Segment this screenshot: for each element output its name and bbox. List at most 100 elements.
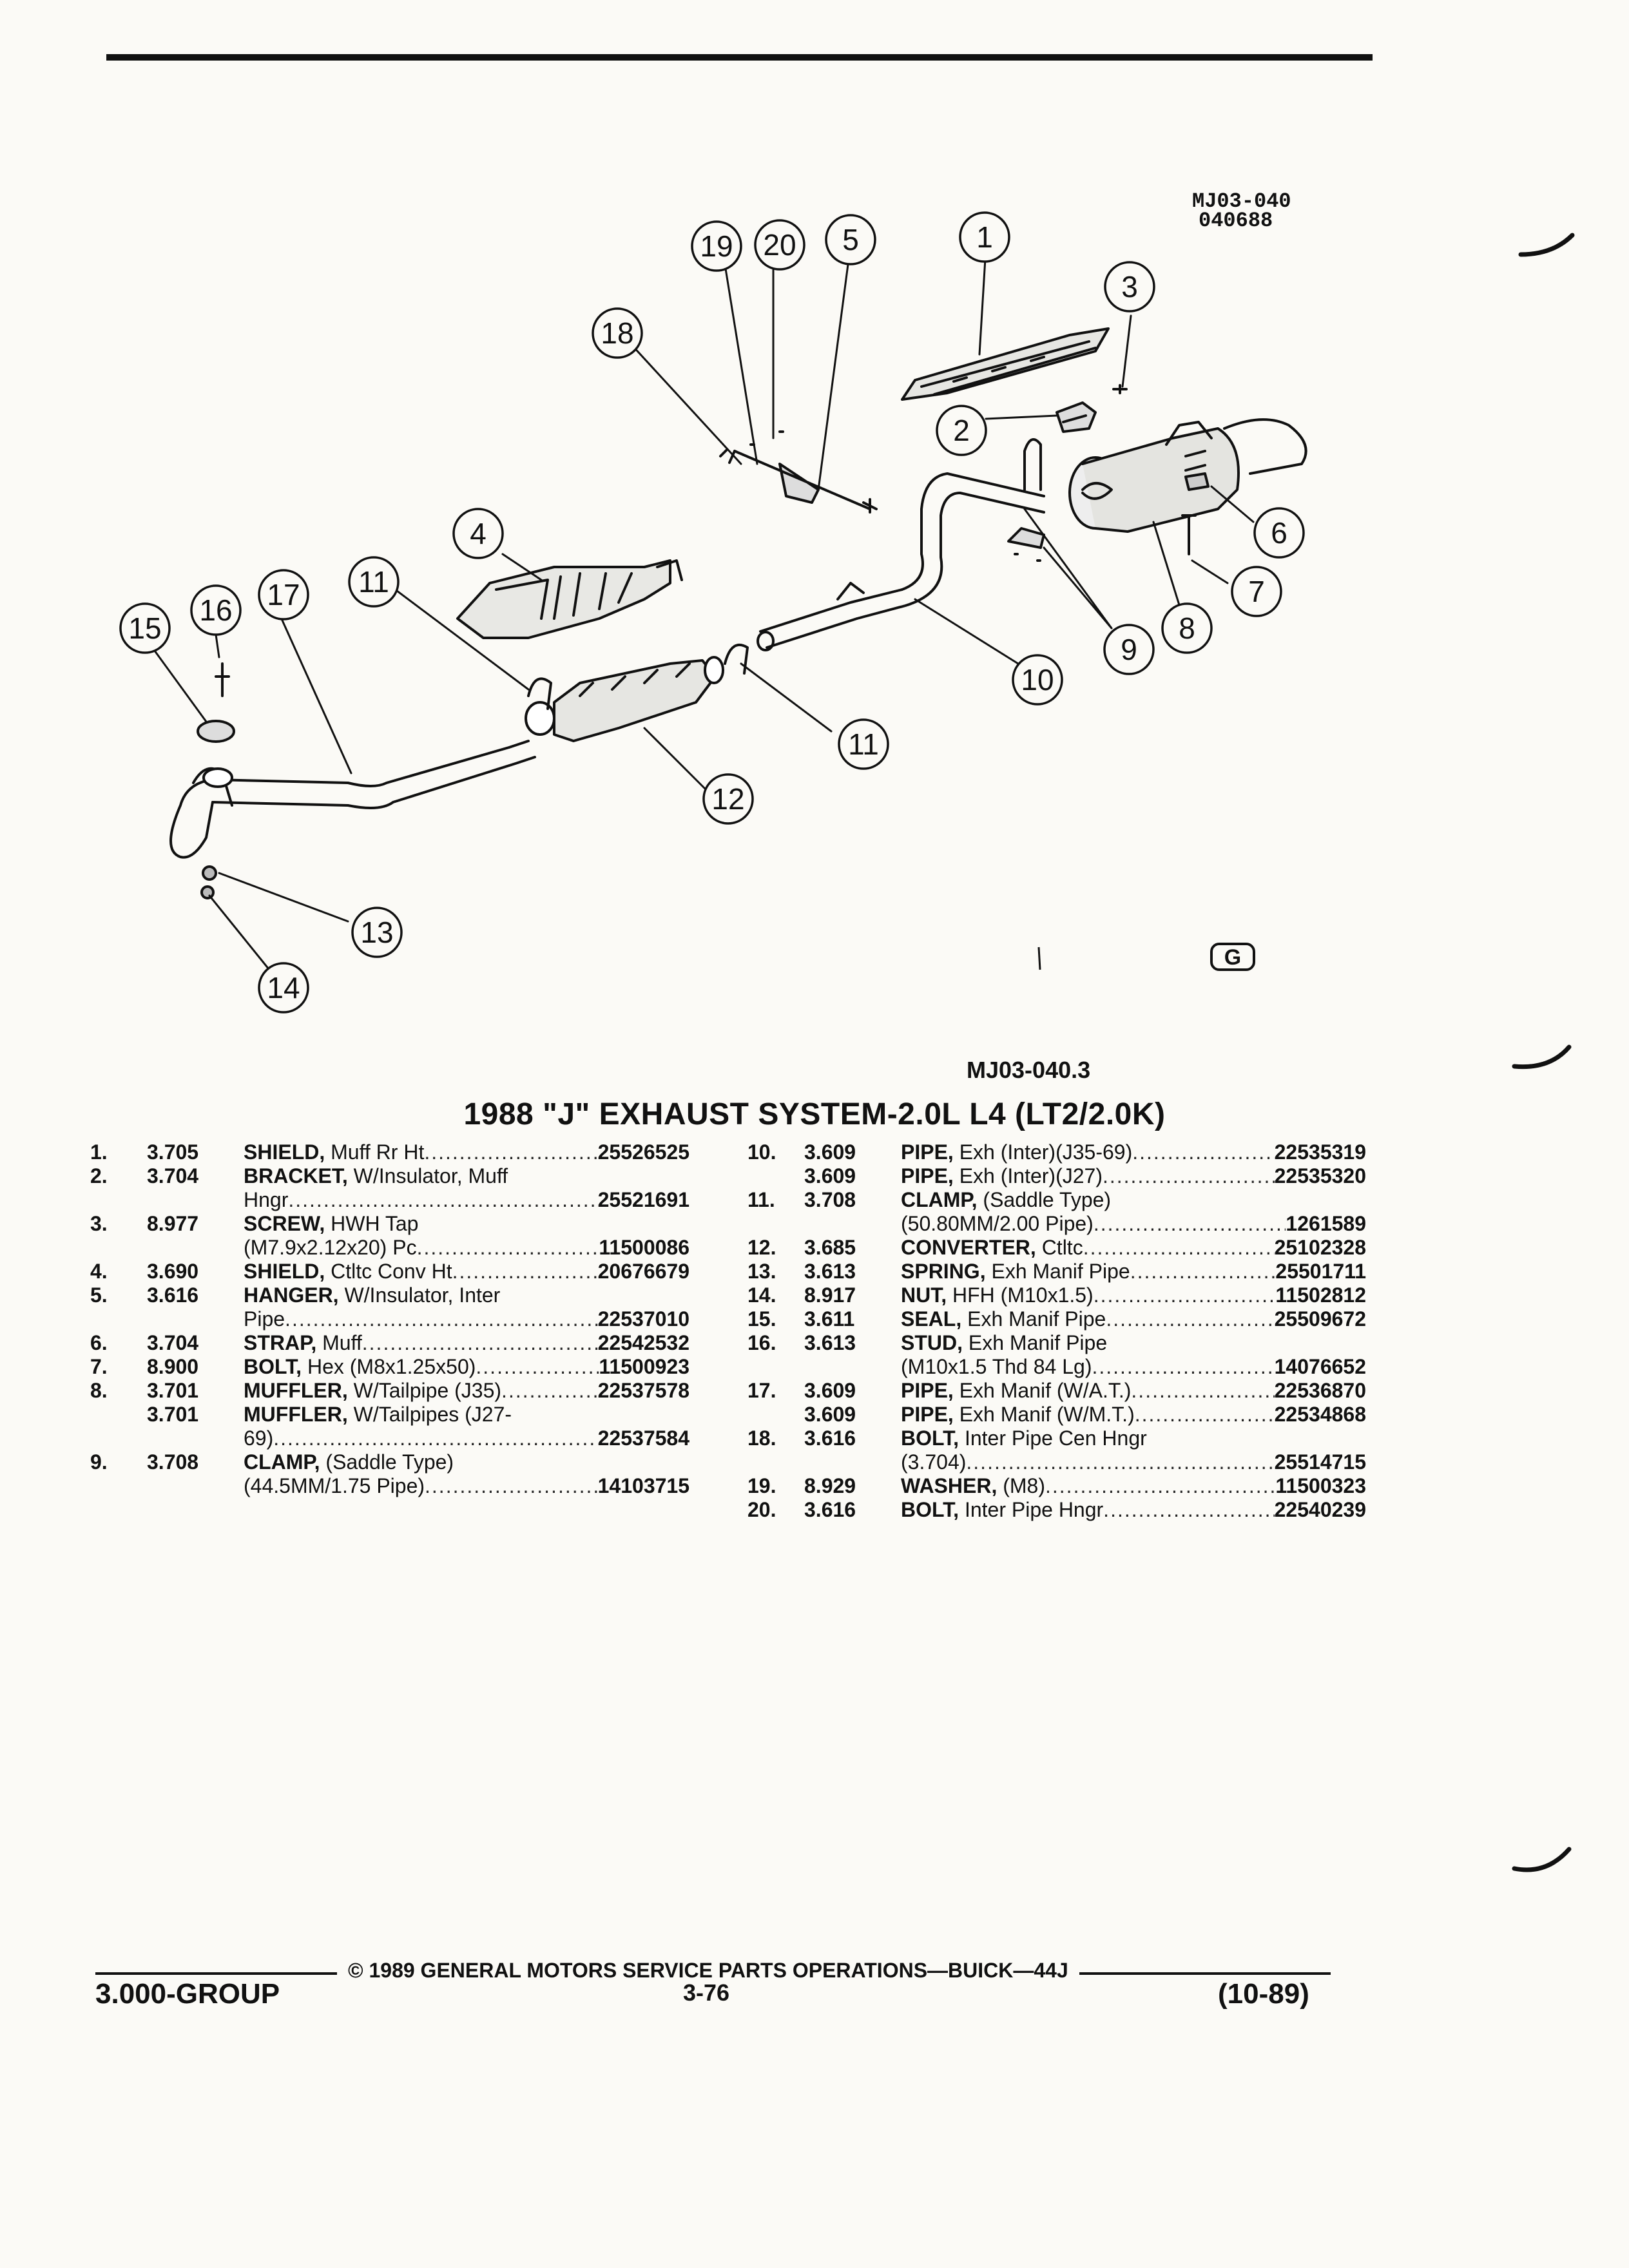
callout-8-circle	[1161, 602, 1213, 654]
description-text: (3.704)	[901, 1450, 966, 1474]
gm-logo-letter: G	[1224, 945, 1241, 970]
part-number: 11502812	[1275, 1283, 1366, 1307]
item-description: SHIELD, Ctltc Conv Ht20676679	[244, 1260, 689, 1283]
item-number: 5.	[90, 1283, 108, 1307]
group-number	[147, 1236, 244, 1260]
footer-page-number: 3-76	[683, 1979, 730, 2006]
item-description: Hngr25521691	[244, 1188, 689, 1212]
callout-15-label: 15	[128, 611, 161, 645]
part-detail: Hex (M8x1.25x50)	[302, 1355, 476, 1378]
callout-16-label: 16	[199, 593, 232, 627]
part-detail: (3.704)	[901, 1450, 967, 1474]
item-number: 18.	[747, 1427, 776, 1450]
part-number: 22536870	[1274, 1379, 1366, 1402]
part-detail: (44.5MM/1.75 Pipe)	[244, 1474, 425, 1497]
item-number: 10.	[747, 1140, 776, 1164]
leader-dots	[1106, 1307, 1274, 1331]
screw-drawing	[1112, 384, 1128, 394]
part-name: STRAP,	[244, 1331, 317, 1354]
callout-13-label: 13	[360, 916, 393, 949]
group-number	[804, 1450, 901, 1474]
item-description: (3.704)25514715	[901, 1450, 1366, 1474]
callout-2-label: 2	[953, 414, 970, 447]
description-text: BOLT, Hex (M8x1.25x50)	[244, 1355, 476, 1379]
item-number	[747, 1212, 804, 1236]
item-description: STUD, Exh Manif Pipe	[901, 1331, 1366, 1355]
binder-mark-1	[1518, 233, 1575, 257]
group-number: 3.609	[804, 1164, 856, 1187]
group-number: 3.609	[804, 1140, 856, 1164]
part-name: MUFFLER,	[244, 1403, 348, 1426]
item-number: 1.	[90, 1140, 108, 1164]
top-rule	[106, 54, 1373, 61]
description-text: (M7.9x2.12x20) Pc	[244, 1236, 417, 1260]
converter-shield-drawing	[456, 559, 683, 639]
group-number: 3.708	[804, 1188, 856, 1211]
leader-dots	[273, 1427, 597, 1450]
part-name: BOLT,	[901, 1498, 959, 1521]
manifold-spring-drawing	[202, 865, 217, 881]
item-number: 14.	[747, 1283, 776, 1307]
callout-20-label: 20	[763, 228, 796, 262]
callout-19-label: 19	[700, 229, 733, 263]
description-text: SHIELD, Ctltc Conv Ht	[244, 1260, 452, 1283]
description-text: WASHER, (M8)	[901, 1474, 1045, 1498]
callout-3-label: 3	[1121, 270, 1138, 303]
group-number: 3.616	[804, 1498, 856, 1521]
group-number: 3.616	[804, 1427, 856, 1450]
item-number: 13.	[747, 1260, 776, 1283]
leader-dots	[1103, 1164, 1275, 1188]
callout-11b-label: 11	[848, 727, 879, 761]
part-detail: W/Tailpipe (J35)	[347, 1379, 502, 1402]
callout-4-label: 4	[470, 517, 487, 550]
leader-dots	[452, 1260, 598, 1283]
description-text: SHIELD, Muff Rr Ht	[244, 1140, 424, 1164]
item-description: SPRING, Exh Manif Pipe25501711	[901, 1260, 1366, 1283]
description-text: PIPE, Exh (Inter)(J35-69)	[901, 1140, 1132, 1164]
item-description: SCREW, HWH Tap	[244, 1212, 689, 1236]
leader-dots	[1132, 1140, 1274, 1164]
muffler-drawing	[1068, 418, 1307, 533]
callout-7-circle	[1231, 566, 1282, 617]
parts-row: (3.704)25514715	[747, 1450, 1366, 1474]
part-detail: Exh (Inter)(J35-69)	[953, 1140, 1133, 1164]
callout-16-circle	[190, 584, 242, 636]
description-text: MUFFLER, W/Tailpipe (J35)	[244, 1379, 501, 1403]
callout-1-circle	[959, 211, 1010, 263]
item-description: BRACKET, W/Insulator, Muff	[244, 1164, 689, 1188]
item-number: 11.	[747, 1188, 775, 1211]
item-number: 16.	[747, 1331, 776, 1354]
intermediate-pipe-drawing	[757, 472, 1045, 651]
item-description: BOLT, Hex (M8x1.25x50)11500923	[244, 1355, 689, 1379]
u-clamp-drawing	[1023, 438, 1042, 491]
callout-12-circle	[702, 773, 754, 825]
item-description: Pipe22537010	[244, 1307, 689, 1331]
parts-row: Pipe22537010	[90, 1307, 689, 1331]
part-number: 14076652	[1274, 1355, 1366, 1378]
item-description: (M7.9x2.12x20) Pc11500086	[244, 1236, 689, 1260]
description-text: BRACKET, W/Insulator, Muff	[244, 1164, 508, 1188]
manifold-pipe-drawing	[169, 740, 536, 859]
item-number	[747, 1403, 804, 1427]
group-number: 8.929	[804, 1474, 856, 1497]
group-number: 3.685	[804, 1236, 856, 1259]
callout-19-circle	[691, 220, 742, 272]
description-text: (50.80MM/2.00 Pipe)	[901, 1212, 1094, 1236]
item-number: 9.	[90, 1450, 108, 1474]
callout-11-circle	[348, 556, 400, 608]
callout-10-circle	[1012, 654, 1063, 706]
description-text: CLAMP, (Saddle Type)	[901, 1188, 1111, 1212]
item-description: BOLT, Inter Pipe Hngr22540239	[901, 1498, 1366, 1522]
item-number: 2.	[90, 1164, 108, 1187]
item-description: CLAMP, (Saddle Type)	[244, 1450, 689, 1474]
binder-mark-3	[1512, 1847, 1572, 1872]
callout-3-circle	[1104, 261, 1155, 312]
